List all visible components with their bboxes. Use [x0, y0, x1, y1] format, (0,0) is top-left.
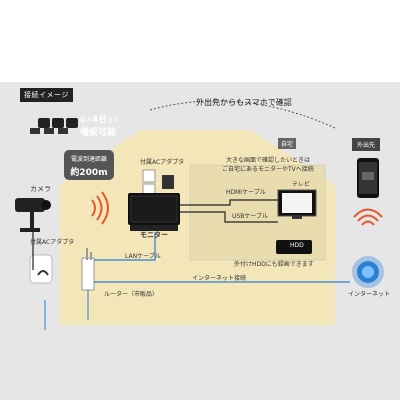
add-cameras-note: 最大4台まで 増設可能: [80, 115, 120, 138]
camera-wifi-icon: [91, 191, 109, 225]
remote-note: 外出先からもスマホで確認: [196, 98, 292, 107]
internet-globe-icon: [352, 256, 384, 288]
outlet-top-1: [142, 169, 156, 183]
remote-arc: [149, 100, 336, 129]
outside-label: 外出先: [352, 138, 381, 151]
internet-conn-label: インターネット接続: [192, 275, 247, 282]
hdd-note: 外付けHDDにも録画できます: [234, 261, 314, 268]
hdd-icon: [276, 240, 312, 254]
hdmi-cable: [180, 199, 278, 206]
monitor-icon: [128, 193, 180, 231]
smartphone-icon: [357, 158, 379, 198]
adapter-left-label: 付属ACアダプタ: [30, 239, 75, 246]
lan-label: LANケーブル: [125, 253, 161, 260]
hdmi-label: HDMIケーブル: [226, 189, 266, 196]
adapter-top-label: 付属ACアダプタ: [140, 159, 185, 166]
tv-icon: [277, 189, 317, 219]
monitor-label: モニター: [140, 231, 168, 239]
camera-icon: [15, 198, 51, 232]
tv-label: テレビ: [292, 181, 311, 188]
internet-label: インターネット: [348, 291, 391, 298]
usb-cable: [180, 211, 278, 223]
usb-label: USBケーブル: [232, 213, 268, 220]
big-screen-note-line1: 大きな画面で確認したいときは: [226, 157, 311, 164]
range-badge: 電波到達距離 約200m: [64, 150, 114, 180]
camera-label: カメラ: [30, 185, 51, 193]
diagram-title: 接続イメージ: [20, 88, 73, 102]
outlet-left-icon: [29, 254, 53, 284]
phone-wifi-icon: [353, 208, 383, 226]
house-label: 自宅: [278, 138, 297, 149]
lan-cable: [94, 232, 156, 261]
big-screen-note-line2: ご自宅にあるモニターやTVへ接続: [222, 166, 314, 173]
camera-group-icon: [30, 118, 78, 134]
adapter-top-icon: [162, 175, 174, 189]
hdd-label: HDD: [290, 242, 304, 249]
router-label: ルーター（市販品）: [104, 291, 159, 298]
